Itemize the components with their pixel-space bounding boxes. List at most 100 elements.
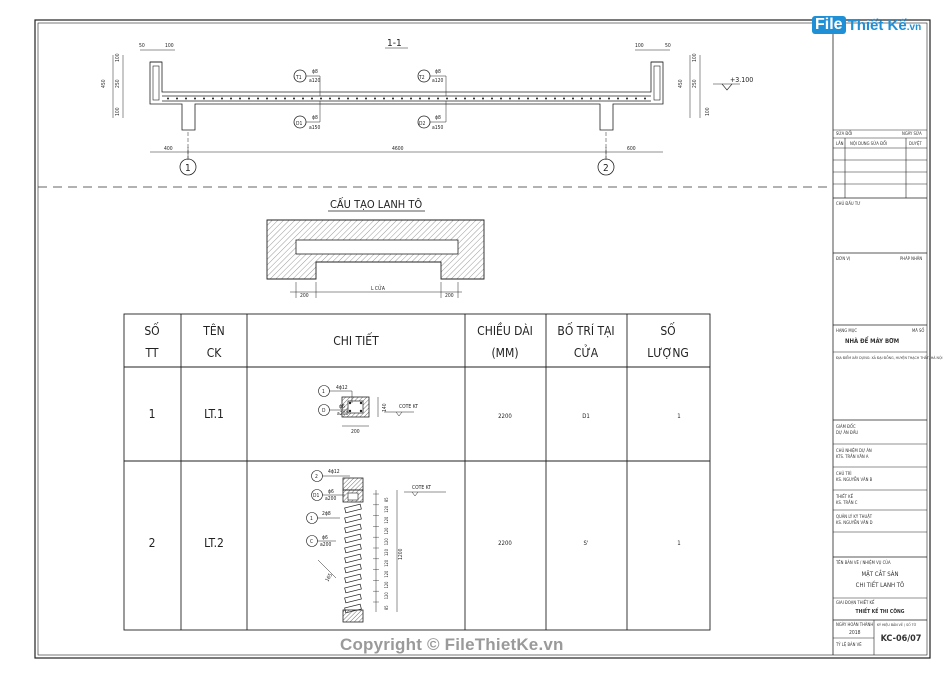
inner-border	[37, 22, 928, 656]
r1-stir-sp: a200	[337, 411, 348, 417]
r1-cote: COTE KT	[399, 404, 418, 410]
rebar-dot	[212, 97, 214, 100]
rebar-dot	[437, 97, 439, 100]
rebar-dot	[455, 97, 457, 100]
tb-scale-label: TỶ LỆ BẢN VẼ	[835, 642, 862, 647]
dim-top-right-b: 50	[665, 43, 671, 49]
rebar-dot	[356, 97, 358, 100]
tb-role-1b: KTS. TRẦN VĂN A	[836, 454, 869, 459]
tb-rev-hdr-0: LẦN	[836, 141, 844, 146]
r2-mark-c: C	[310, 539, 313, 545]
rebar-dot	[581, 97, 583, 100]
dim-small-label: 120	[384, 581, 389, 589]
dim-small-label: 120	[384, 538, 389, 546]
hdr-name-1: TÊN	[202, 323, 225, 338]
tb-role-2a: CHỦ TRÌ	[836, 471, 851, 476]
rebar-dot	[293, 97, 295, 100]
stirrup-mark	[344, 523, 362, 534]
rebar-dot	[176, 97, 178, 100]
tb-role-0a: GIÁM ĐỐC	[836, 424, 856, 429]
rebar-dot	[545, 97, 547, 100]
rebar-dot	[221, 97, 223, 100]
dim-top-right-a: 100	[635, 43, 644, 49]
dim-top-left-a: 50	[139, 43, 145, 49]
rebar-dot	[392, 97, 394, 100]
r1-width: 200	[351, 429, 360, 435]
r2-height: 1200	[398, 548, 404, 560]
r1-stir-mark: D	[322, 408, 326, 414]
lintel-dim-b: L CỬA	[371, 284, 386, 292]
hdr-length-1: CHIỀU DÀI	[477, 322, 533, 338]
hdr-no-1: SỐ	[144, 322, 159, 338]
dim-small-label: 120	[384, 516, 389, 524]
dim-small-label: 120	[384, 559, 389, 567]
row2-length: 2200	[498, 540, 512, 547]
r2-bar1: 2ɸ8	[322, 511, 331, 517]
tb-unit-label2: PHÁP NHÂN	[900, 256, 922, 261]
r2-mark1: 1	[310, 516, 313, 522]
rebar-dot	[230, 97, 232, 100]
row2-detail-drawing: 2 4ɸ12 D1 ɸ6 a200 1 2ɸ8 C ɸ6 a200 COTE K…	[306, 469, 446, 623]
rebar-dot	[446, 97, 448, 100]
r2-bar2: 4ɸ12	[328, 469, 340, 475]
dim-small-label: 85	[384, 605, 389, 610]
rebar-dot	[284, 97, 286, 100]
tb-role-3a: THIẾT KẾ	[835, 493, 854, 499]
row1-length: 2200	[498, 413, 512, 420]
dim-small-label: 85	[384, 497, 389, 502]
rebar-dot	[626, 97, 628, 100]
rebar-dot	[203, 97, 205, 100]
dim-bottom-c: 600	[627, 146, 636, 152]
rebar-dot	[275, 97, 277, 100]
dim-bottom-b: 4600	[392, 146, 404, 152]
lintel-dim-c: 200	[445, 293, 454, 299]
dim-bottom-a: 400	[164, 146, 173, 152]
rebar-dot	[419, 97, 421, 100]
dim-small-label: 120	[384, 592, 389, 600]
row1-qty: 1	[677, 413, 680, 420]
hdr-loc-1: BỐ TRÍ TẠI	[557, 322, 614, 338]
r2-sp-d1: a200	[325, 496, 336, 502]
rebar-dot	[185, 97, 187, 100]
logo-name: Thiết Kế	[847, 16, 907, 34]
rebar-dot	[239, 97, 241, 100]
rebar-dot	[635, 97, 637, 100]
tb-project-name: NHÀ ĐỂ MÁY BƠM	[845, 337, 899, 345]
rebar-dot	[617, 97, 619, 100]
rebar-dot	[464, 97, 466, 100]
row1-name: LT.1	[204, 407, 224, 421]
logo-suffix: .vn	[906, 21, 922, 33]
rebar-sp-d2: a150	[432, 125, 443, 131]
lintel-title: CẤU TẠO LANH TÔ	[330, 197, 422, 211]
lintel-detail: CẤU TẠO LANH TÔ 200 L CỬA 200	[266, 197, 485, 299]
logo-prefix: File	[812, 16, 846, 34]
r2-mark2: 2	[315, 474, 318, 480]
tb-role-4a: QUẢN LÝ KỸ THUẬT	[836, 514, 873, 519]
tb-role-1a: CHỦ NHIỆM DỰ ÁN	[836, 448, 872, 453]
rebar-sp-d1: a150	[309, 125, 320, 131]
dim-small-label: 120	[384, 527, 389, 535]
table-row-1: 1 LT.1 2200 D1 1	[149, 407, 681, 421]
stirrup-mark	[344, 533, 362, 544]
rebar-bar-t2: ɸ8	[435, 69, 441, 75]
rebar-dot	[338, 97, 340, 100]
section-1-1	[112, 47, 740, 176]
tb-rev-hdr-2: DUYỆT	[909, 141, 922, 146]
tb-role-3b: KS. TRẦN C	[836, 500, 858, 505]
rebar-dot	[347, 97, 349, 100]
hdr-name-2: CK	[207, 346, 223, 360]
row2-qty: 1	[677, 540, 680, 547]
row2-no: 2	[149, 536, 156, 550]
dim-side-right-b: 250	[692, 79, 698, 88]
rebar-dot	[536, 97, 538, 100]
r2-diag-dim: 165	[325, 572, 335, 583]
rebar-dot	[194, 97, 196, 100]
tb-role-2b: KS. NGUYỄN VĂN B	[836, 477, 873, 482]
rebar-dot	[554, 97, 556, 100]
tb-unit-label: ĐƠN VỊ	[836, 256, 850, 261]
filethietke-logo: File Thiết Kế.vn	[812, 12, 921, 38]
rebar-dot	[383, 97, 385, 100]
row1-location: D1	[582, 413, 590, 420]
stirrup-mark	[344, 583, 362, 594]
r2-sp-c: a200	[320, 542, 331, 548]
